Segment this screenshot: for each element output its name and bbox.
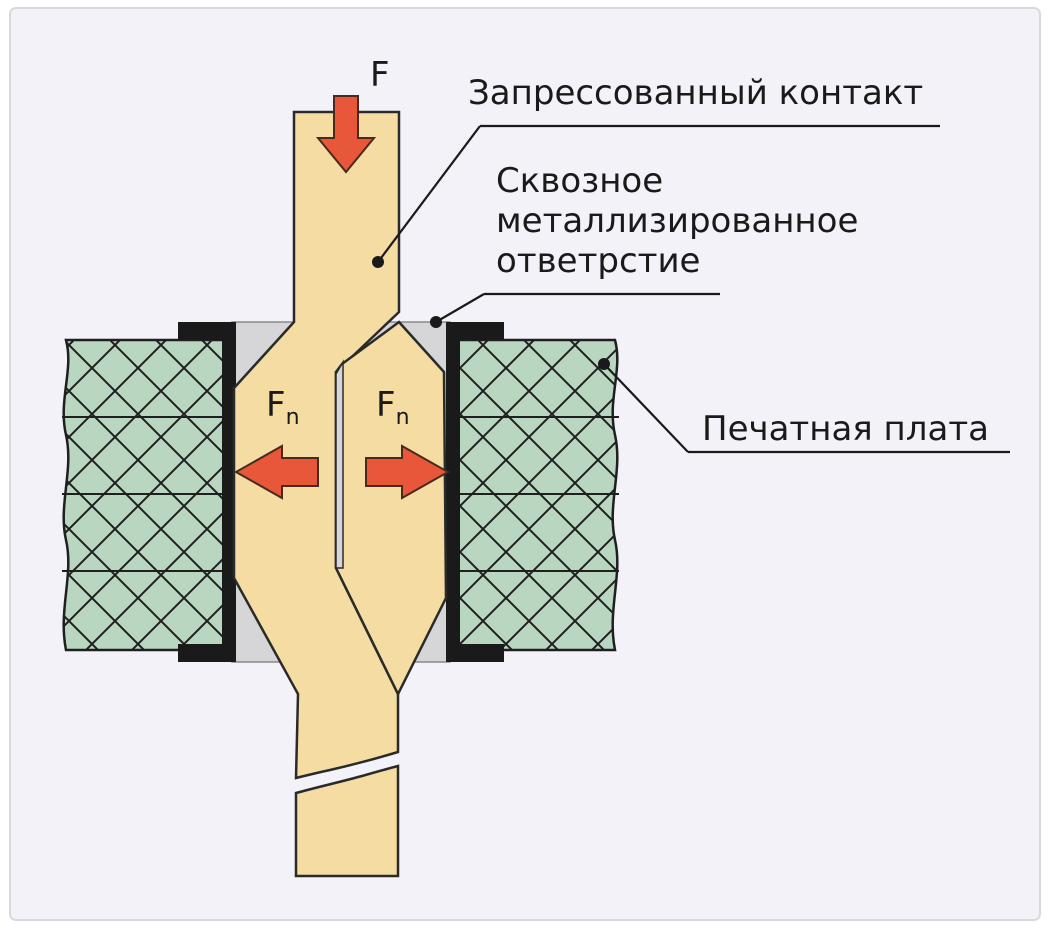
contact-left-half (232, 110, 401, 780)
leader-pcb (598, 358, 1010, 454)
contact-split-slot (335, 359, 344, 569)
label-through-hole-line2: металлизированное (496, 201, 858, 241)
leader-through-hole (430, 292, 720, 328)
contact-tail (294, 764, 400, 878)
label-pressed-contact: Запрессованный контакт (468, 73, 923, 113)
label-through-hole-line3: ответрстие (496, 241, 700, 281)
label-through-hole-line1: Сквозное (496, 161, 663, 201)
leader-pressed-contact (372, 124, 940, 268)
arrow-right-icon (365, 444, 451, 500)
label-fn-right-letter: F (376, 385, 396, 425)
pcb-left (62, 338, 234, 652)
label-fn-right-sub: n (396, 405, 410, 430)
label-fn-right: Fn (376, 385, 410, 430)
pcb-right (448, 338, 619, 652)
label-fn-left: Fn (266, 385, 300, 430)
arrow-down-icon (315, 95, 377, 174)
plating-right (446, 322, 504, 662)
arrow-left-icon (233, 444, 319, 500)
label-pcb: Печатная плата (702, 409, 989, 449)
label-fn-left-sub: n (286, 405, 300, 430)
plating-left (178, 322, 236, 662)
label-fn-left-letter: F (266, 385, 286, 425)
label-force-f: F (370, 55, 390, 95)
